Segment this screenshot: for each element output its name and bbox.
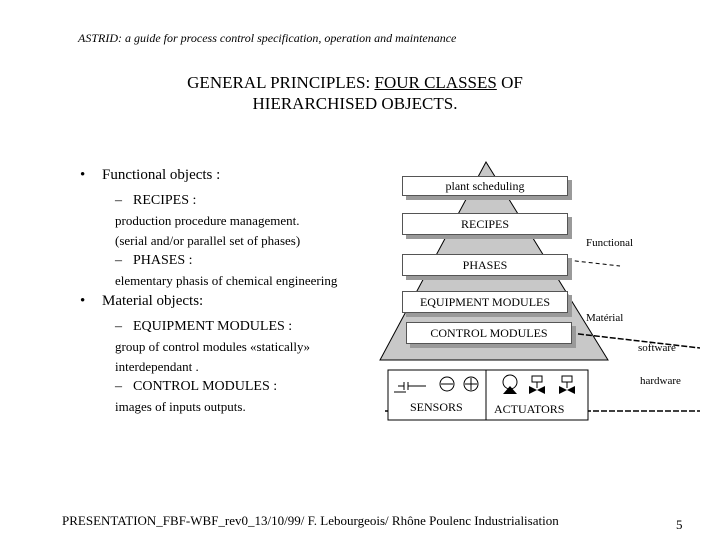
dash-glyph: – — [115, 319, 122, 334]
dash-glyph: – — [115, 193, 122, 208]
control-modules-box: CONTROL MODULES — [406, 322, 572, 344]
hierarchy-diagram: plant scheduling RECIPES PHASES EQUIPMEN… — [370, 150, 700, 425]
slide-title: GENERAL PRINCIPLES: FOUR CLASSES OF HIER… — [80, 72, 630, 114]
equipment-label: EQUIPMENT MODULES : — [133, 319, 293, 334]
sensor-gauge-icon — [439, 376, 455, 392]
recipes-desc-1: production procedure management. — [115, 213, 300, 228]
sensor-indicator-icon — [463, 376, 479, 392]
equipment-desc-2: interdependant . — [115, 359, 199, 374]
bullet-list: Functional objects : –RECIPES : producti… — [80, 165, 380, 417]
dash-glyph: – — [115, 379, 122, 394]
actuator-valve-icon-2 — [559, 375, 575, 394]
actuators-label: ACTUATORS — [494, 402, 565, 416]
equipment-desc-1: group of control modules «statically» — [115, 339, 310, 354]
bullet-functional: Functional objects : — [80, 165, 380, 185]
sub-item-equipment: –EQUIPMENT MODULES : — [80, 317, 380, 337]
sensor-capacitor-icon — [394, 382, 426, 393]
sub-item-phases: –PHASES : — [80, 251, 380, 271]
equipment-modules-box: EQUIPMENT MODULES — [402, 291, 568, 313]
phases-label: PHASES : — [133, 253, 193, 268]
dash-glyph: – — [115, 253, 122, 268]
control-label: CONTROL MODULES : — [133, 379, 278, 394]
phases-desc: elementary phasis of chemical engineerin… — [115, 273, 338, 288]
software-label: software — [638, 342, 676, 354]
recipes-box: RECIPES — [402, 213, 568, 235]
phases-box: PHASES — [402, 254, 568, 276]
title-underlined: FOUR CLASSES — [374, 73, 497, 92]
material-label: Matérial — [586, 312, 624, 324]
bullet-material: Material objects: — [80, 291, 380, 311]
recipes-desc-2: (serial and/or parallel set of phases) — [115, 233, 301, 248]
footer-text: PRESENTATION_FBF-WBF_rev0_13/10/99/ F. L… — [62, 513, 559, 528]
sub-item-recipes: –RECIPES : — [80, 191, 380, 211]
title-line-2: HIERARCHISED OBJECTS. — [252, 94, 458, 113]
recipes-label: RECIPES : — [133, 193, 197, 208]
functional-label: Functional — [586, 237, 634, 249]
actuator-valve-icon-1 — [529, 375, 545, 394]
header-note: ASTRID: a guide for process control spec… — [78, 31, 457, 45]
title-part-1: GENERAL PRINCIPLES: — [187, 73, 375, 92]
sub-item-control: –CONTROL MODULES : — [80, 377, 380, 397]
plant-scheduling-box: plant scheduling — [402, 176, 568, 196]
control-desc: images of inputs outputs. — [115, 399, 246, 414]
page-number: 5 — [676, 517, 683, 532]
hardware-label: hardware — [640, 375, 681, 387]
hardware-area — [387, 369, 589, 421]
title-part-3: OF — [496, 73, 523, 92]
actuator-motor-icon — [502, 374, 518, 394]
title-line-1: GENERAL PRINCIPLES: FOUR CLASSES OF — [80, 72, 630, 93]
separator-software — [569, 332, 700, 349]
sensors-label: SENSORS — [410, 400, 463, 414]
